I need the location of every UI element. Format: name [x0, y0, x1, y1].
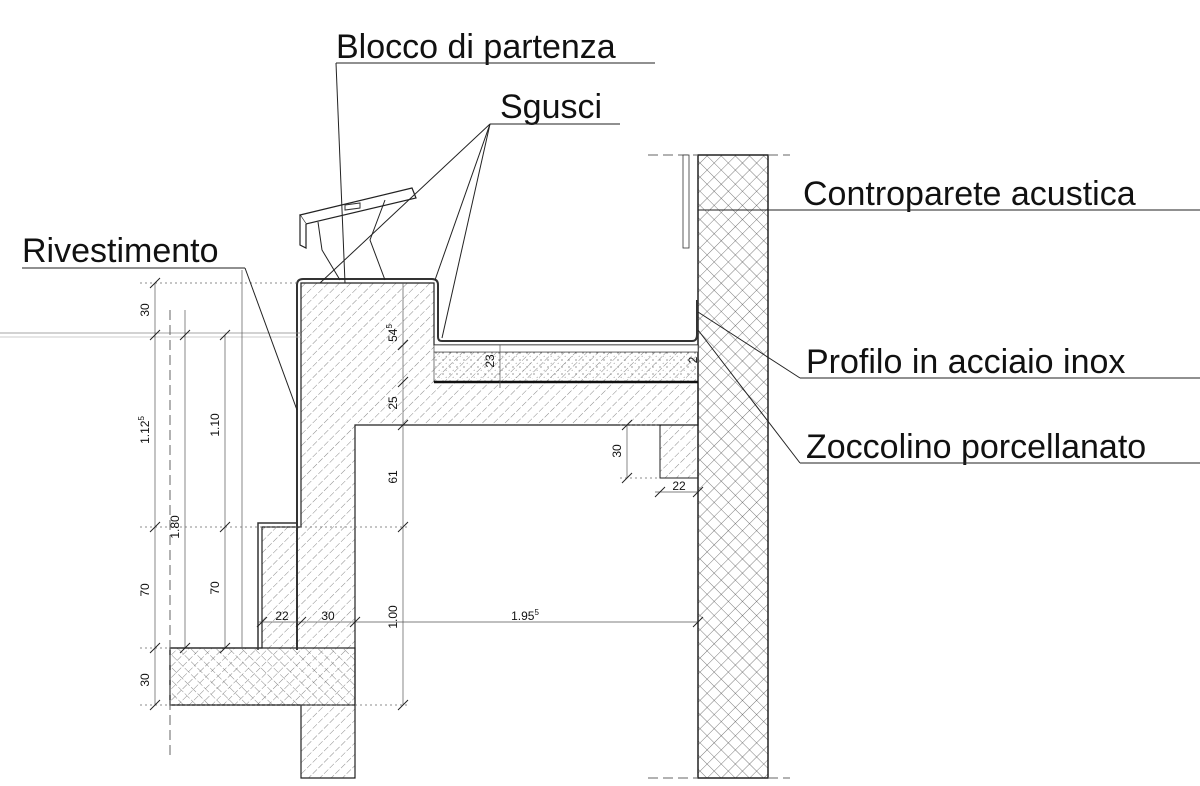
- acoustic-wall: [648, 154, 790, 779]
- dim-180: 1.80: [168, 515, 182, 539]
- dim-beam-30: 30: [610, 444, 624, 458]
- label-zoccolino-porcellanato: Zoccolino porcellanato: [806, 428, 1146, 466]
- label-sgusci: Sgusci: [500, 88, 602, 126]
- dim-left-30-bottom: 30: [138, 673, 152, 687]
- starting-block: [299, 187, 417, 281]
- dim-left-112: 1.125: [137, 416, 152, 444]
- concrete-structure: [0, 278, 699, 779]
- dim-23: 23: [483, 354, 497, 368]
- dim-25: 25: [386, 396, 400, 410]
- dim-100: 1.00: [386, 605, 400, 629]
- dim-2: 2: [686, 356, 700, 363]
- label-blocco-di-partenza: Blocco di partenza: [336, 28, 616, 66]
- dim-h195: 1.955: [511, 608, 539, 623]
- dim-70: 70: [208, 581, 222, 595]
- label-profilo-acciaio-inox: Profilo in acciaio inox: [806, 343, 1125, 381]
- dimension-labels: 30 1.125 70 30 1.80 1.10 70 545 25 61 1.…: [137, 303, 700, 687]
- label-controparete-acustica: Controparete acustica: [803, 175, 1136, 213]
- callouts: Blocco di partenza Sgusci Rivestimento C…: [22, 28, 1200, 466]
- dim-left-70: 70: [138, 583, 152, 597]
- dim-110: 1.10: [208, 413, 222, 437]
- label-rivestimento: Rivestimento: [22, 232, 219, 270]
- dim-54: 545: [385, 324, 400, 342]
- dim-left-30-top: 30: [138, 303, 152, 317]
- dim-61: 61: [386, 470, 400, 484]
- dim-beam-22: 22: [672, 479, 686, 493]
- dimension-lines: [140, 270, 704, 711]
- dim-h22: 22: [275, 609, 289, 623]
- dim-h30: 30: [321, 609, 335, 623]
